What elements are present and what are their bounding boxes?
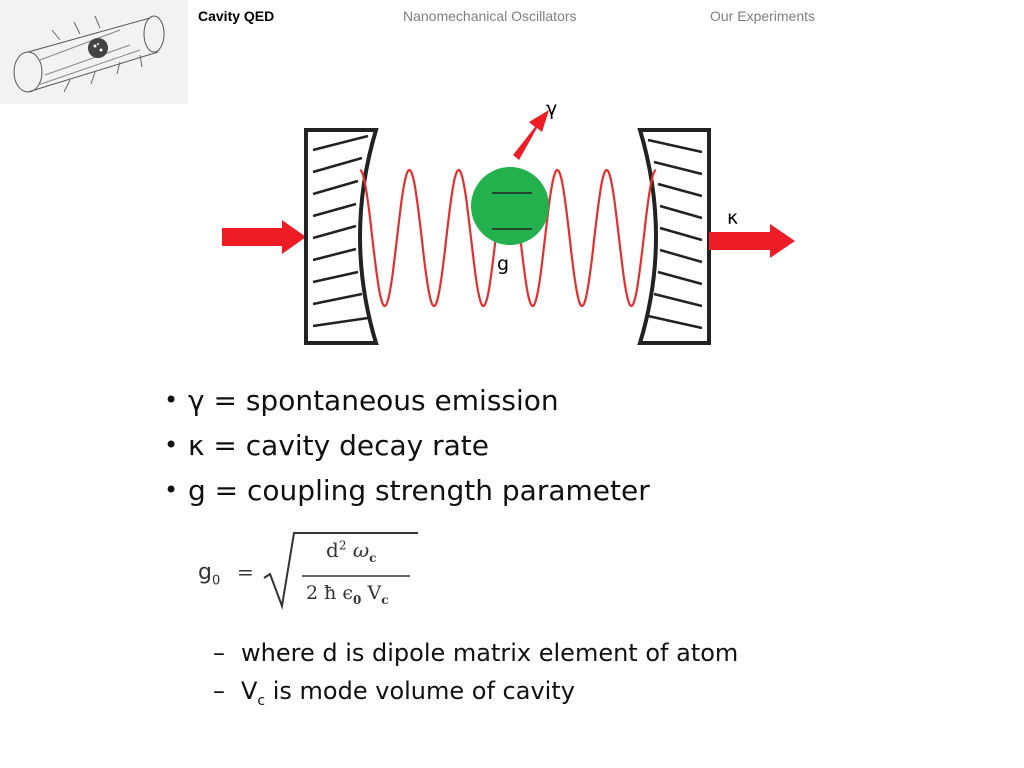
formula-denominator: 2 ħ ϵ0 Vc — [306, 582, 389, 607]
input-arrow — [222, 220, 306, 254]
bullet-kappa: κ = cavity decay rate — [164, 423, 650, 468]
formula-notes: where d is dipole matrix element of atom… — [213, 634, 738, 720]
emission-arrow — [513, 110, 549, 160]
atom — [471, 167, 549, 245]
right-mirror — [637, 128, 711, 345]
logo-sketch — [0, 0, 188, 104]
nav-our-experiments[interactable]: Our Experiments — [710, 8, 816, 24]
coupling-formula: g0 = d2 ωc 2 ħ ϵ0 Vc — [196, 530, 426, 610]
bullet-gamma: γ = spontaneous emission — [164, 378, 650, 423]
gamma-label: γ — [546, 98, 557, 120]
formula-equals: = — [237, 560, 254, 584]
nav-cavity-qed[interactable]: Cavity QED — [198, 8, 275, 24]
nav-nanomechanical-oscillators[interactable]: Nanomechanical Oscillators — [403, 8, 577, 24]
sqrt-sign — [263, 532, 418, 610]
kappa-label: κ — [727, 207, 738, 229]
output-arrow — [709, 224, 795, 258]
left-mirror — [304, 128, 379, 345]
g-label: g — [497, 253, 509, 275]
definition-list: γ = spontaneous emission κ = cavity deca… — [164, 378, 650, 513]
note-mode-volume: Vc is mode volume of cavity — [213, 672, 738, 720]
bullet-g: g = coupling strength parameter — [164, 468, 650, 513]
note-dipole: where d is dipole matrix element of atom — [213, 634, 738, 672]
formula-numerator: d2 ωc — [326, 538, 377, 565]
formula-lhs: g0 — [198, 560, 221, 589]
